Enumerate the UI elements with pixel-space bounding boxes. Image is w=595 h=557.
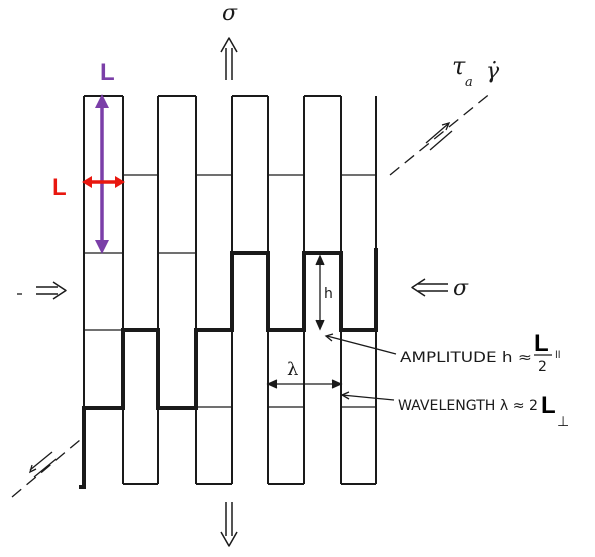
perp-subscript: ⊥ (557, 414, 569, 430)
shear-direction-upper (389, 91, 493, 176)
wavelength-lambda-label: λ (287, 359, 298, 380)
svg-text:τ: τ (452, 52, 466, 80)
undulating-interface (79, 248, 378, 489)
vertical-L-label: L (100, 59, 115, 86)
vertical-L-arrow (95, 94, 109, 254)
amplitude-text: AMPLITUDE h ≈ (400, 350, 532, 366)
amplitude-L-numerator: L (534, 330, 549, 357)
double-arrow-right-icon (36, 281, 67, 300)
amplitude-denominator: 2 (538, 359, 547, 375)
double-arrow-down-icon (220, 502, 238, 547)
double-arrow-left-icon (411, 278, 448, 297)
thin-interfaces (84, 174, 376, 408)
wavelength-text: WAVELENGTH λ ≈ 2 (398, 398, 538, 414)
double-arrow-up-icon (220, 37, 238, 80)
stress-label-right: σ (453, 276, 469, 301)
wavelength-L: L (541, 392, 556, 419)
wavelength-marker (266, 379, 395, 401)
svg-text:a: a (465, 75, 473, 90)
svg-text:γ̇: γ̇ (486, 59, 500, 84)
parallel-subscript: ll (555, 350, 561, 361)
horizontal-L-arrow (82, 176, 125, 188)
shear-label: τ a γ̇ (452, 52, 500, 90)
horizontal-L-label: L (52, 174, 67, 201)
amplitude-marker (315, 254, 397, 355)
stress-label-top: σ (222, 1, 238, 26)
amplitude-h-label: h (324, 286, 333, 302)
shear-direction-lower (11, 439, 81, 498)
